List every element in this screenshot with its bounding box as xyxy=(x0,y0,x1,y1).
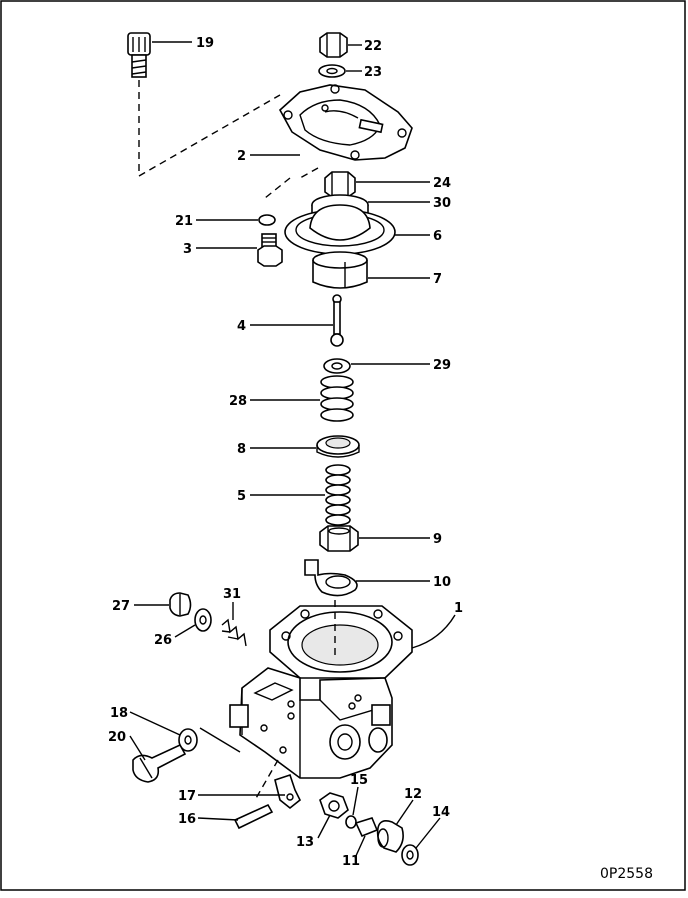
part-24-nut xyxy=(324,171,356,198)
callout-31: 31 xyxy=(223,587,241,602)
part-17-bracket xyxy=(274,773,302,810)
callout-26: 26 xyxy=(154,633,172,648)
part-4-pin xyxy=(330,294,344,347)
callout-18: 18 xyxy=(110,706,128,721)
part-26-washer xyxy=(194,608,212,632)
callout-28: 28 xyxy=(229,394,247,409)
callout-29: 29 xyxy=(433,358,451,373)
callout-7: 7 xyxy=(433,272,442,287)
part-6-diaphragm xyxy=(284,204,396,255)
callout-6: 6 xyxy=(433,229,442,244)
callout-labels: 19 22 23 2 24 30 21 6 3 7 4 29 28 8 5 9 … xyxy=(108,36,463,869)
part-1-body xyxy=(229,605,413,779)
part-31-spring xyxy=(221,618,247,647)
callout-30: 30 xyxy=(433,196,451,211)
callout-19: 19 xyxy=(196,36,214,51)
callout-3: 3 xyxy=(183,242,192,257)
part-22-nut xyxy=(319,32,348,58)
part-28-spring xyxy=(320,375,354,422)
callout-22: 22 xyxy=(364,39,382,54)
part-5-spring xyxy=(325,464,351,526)
callout-23: 23 xyxy=(364,65,382,80)
callout-1: 1 xyxy=(454,601,463,616)
callout-4: 4 xyxy=(237,319,246,334)
callout-27: 27 xyxy=(112,599,130,614)
part-20-bolt xyxy=(132,743,187,783)
part-13-nut xyxy=(319,792,349,819)
leader-dashed-lower xyxy=(254,759,279,801)
callout-5: 5 xyxy=(237,489,246,504)
part-3-plug xyxy=(257,233,283,267)
part-23-washer xyxy=(318,64,346,78)
part-19-bolt xyxy=(127,32,151,78)
leader-lines xyxy=(129,41,456,859)
part-21-o-ring xyxy=(258,214,276,226)
part-11-pin xyxy=(354,817,379,838)
callout-17: 17 xyxy=(178,789,196,804)
leader-dashed-cover xyxy=(264,167,319,199)
part-14-washer xyxy=(401,844,419,866)
callout-15: 15 xyxy=(350,773,368,788)
callout-12: 12 xyxy=(404,787,422,802)
callout-14: 14 xyxy=(432,805,450,820)
part-9-nut xyxy=(319,525,359,552)
leader-dashed-bolt-19 xyxy=(138,80,281,178)
part-2-cover xyxy=(278,84,413,161)
callout-10: 10 xyxy=(433,575,451,590)
callout-24: 24 xyxy=(433,176,451,191)
part-18-washer xyxy=(178,728,198,752)
callout-9: 9 xyxy=(433,532,442,547)
part-12-cap xyxy=(376,820,404,853)
part-27-plug xyxy=(169,592,192,617)
part-29-seat xyxy=(323,358,351,374)
callout-8: 8 xyxy=(237,442,246,457)
part-7-piston xyxy=(312,251,368,289)
part-8-retainer xyxy=(316,435,360,458)
part-16-pin xyxy=(233,803,274,830)
callout-20: 20 xyxy=(108,730,126,745)
callout-16: 16 xyxy=(178,812,196,827)
callout-2: 2 xyxy=(237,149,246,164)
callout-21: 21 xyxy=(175,214,193,229)
callout-13: 13 xyxy=(296,835,314,850)
drawing-code: 0P2558 xyxy=(600,866,653,882)
part-15-o-ring xyxy=(345,815,357,829)
part-10-lock-plate xyxy=(304,559,358,597)
callout-11: 11 xyxy=(342,854,360,869)
